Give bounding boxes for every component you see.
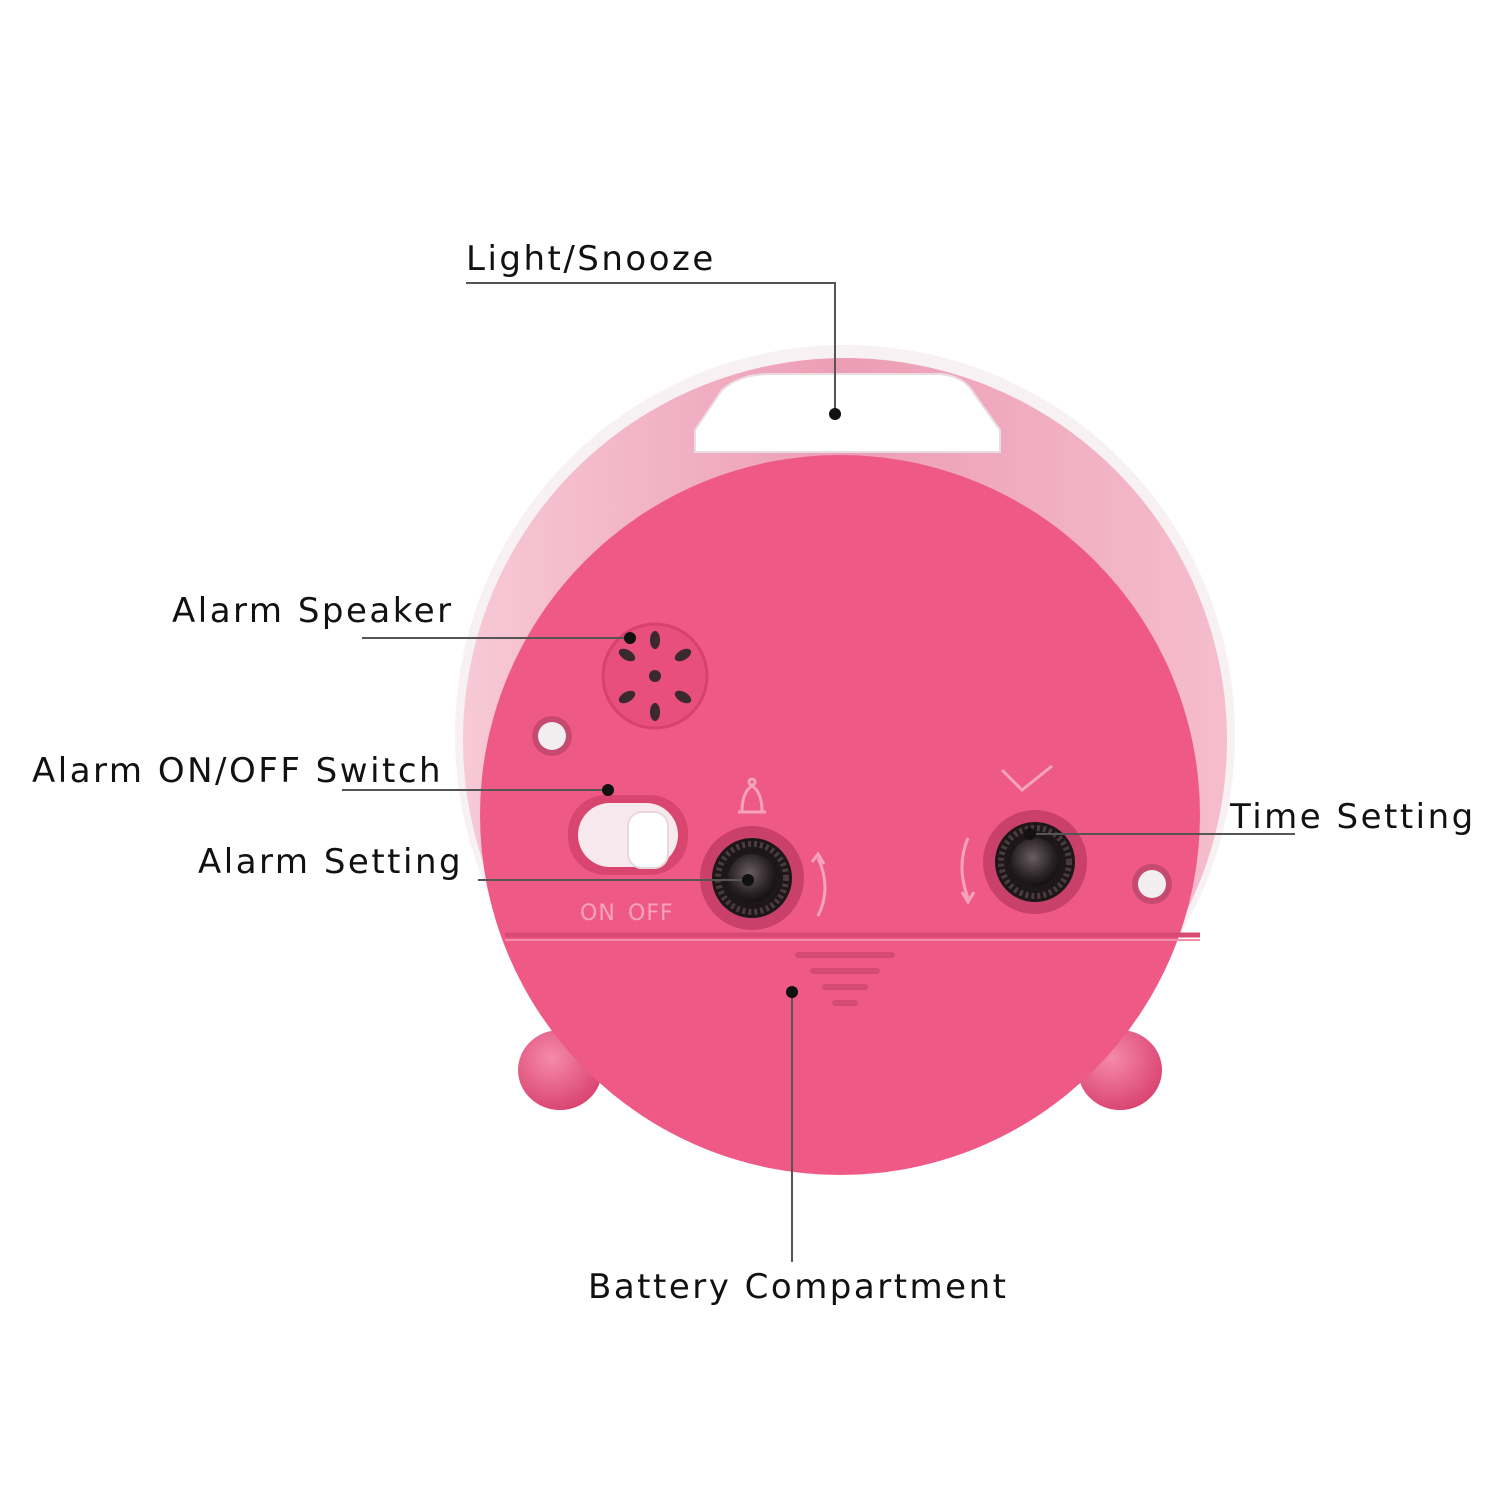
leader-alarm-switch bbox=[342, 784, 614, 796]
label-alarm-speaker: Alarm Speaker bbox=[172, 591, 454, 631]
alarm-speaker-grille bbox=[601, 622, 709, 730]
alarm-rotate-arrow bbox=[810, 851, 827, 917]
leader-battery-compartment bbox=[786, 986, 798, 1262]
mounting-hole-right bbox=[1132, 864, 1172, 904]
battery-cover bbox=[505, 932, 1200, 1006]
bell-icon bbox=[738, 777, 766, 814]
switch-off-marking: OFF bbox=[628, 901, 674, 926]
time-rotate-arrow bbox=[960, 837, 976, 905]
switch-on-marking: ON bbox=[580, 901, 616, 926]
time-setting-knob bbox=[983, 810, 1087, 914]
leader-alarm-setting bbox=[478, 874, 754, 886]
light-snooze-bar bbox=[694, 373, 1001, 453]
label-alarm-switch: Alarm ON/OFF Switch bbox=[32, 751, 444, 791]
label-light-snooze: Light/Snooze bbox=[466, 239, 716, 279]
clock-hands-icon bbox=[1000, 764, 1053, 793]
label-time-setting: Time Setting bbox=[1230, 797, 1476, 837]
leader-time-setting bbox=[1024, 828, 1295, 840]
alarm-switch-slot bbox=[568, 795, 688, 875]
mounting-hole-left bbox=[532, 716, 572, 756]
leader-light-snooze bbox=[466, 282, 841, 420]
label-alarm-setting: Alarm Setting bbox=[198, 842, 464, 882]
leader-alarm-speaker bbox=[362, 632, 636, 644]
label-battery-compartment: Battery Compartment bbox=[588, 1267, 1009, 1307]
